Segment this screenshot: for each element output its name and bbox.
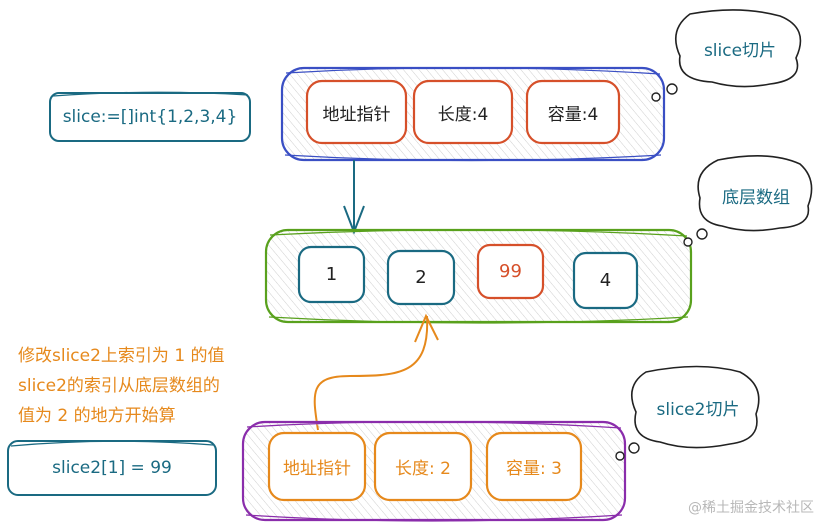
slice-cap-box xyxy=(525,79,621,145)
slice-arrow xyxy=(343,160,365,235)
array-item-box xyxy=(297,245,366,304)
array-item-box xyxy=(476,243,545,300)
slice-ptr-box xyxy=(305,79,408,145)
code-box-slice2 xyxy=(7,440,217,496)
slice2-ptr-label: 地址指针 xyxy=(283,459,351,479)
bubble-slice-label: slice切片 xyxy=(703,40,777,61)
array-item-label: 99 xyxy=(499,261,522,282)
slice2-arrow xyxy=(313,313,439,431)
note-line: 修改slice2上索引为 1 的值 xyxy=(18,346,225,366)
array-item-label: 4 xyxy=(599,270,612,291)
array-item-box xyxy=(572,251,639,310)
slice2-len-box xyxy=(373,431,473,502)
bubble-array-label: 底层数组 xyxy=(722,187,790,208)
slice-len-box xyxy=(412,79,514,145)
array-item-label: 1 xyxy=(325,264,338,285)
bubble-slice2-label: slice2切片 xyxy=(656,399,740,420)
thought-bubble-slice xyxy=(651,9,802,102)
note-line: slice2的索引从底层数组的 xyxy=(18,376,220,396)
slice2-cap-box xyxy=(485,431,583,502)
slice-len-label: 长度:4 xyxy=(437,104,489,125)
slice-ptr-label: 地址指针 xyxy=(322,104,391,125)
note-line: 值为 2 的地方开始算 xyxy=(18,406,176,426)
slice2-cap-label: 容量: 3 xyxy=(506,459,562,479)
code-box-slice xyxy=(49,91,251,142)
slice2-len-label: 长度: 2 xyxy=(395,459,451,479)
watermark: @稀土掘金技术社区 xyxy=(688,500,814,516)
array-item-label: 2 xyxy=(415,267,427,288)
slice2-ptr-box xyxy=(267,431,367,502)
code-slice2-text: slice2[1] = 99 xyxy=(52,458,172,478)
thought-bubble-array xyxy=(683,155,813,247)
code-slice-text: slice:=[]int{1,2,3,4} xyxy=(62,107,238,127)
array-item-box xyxy=(386,249,456,306)
thought-bubble-slice2 xyxy=(615,365,760,461)
slice-cap-label: 容量:4 xyxy=(547,104,599,125)
